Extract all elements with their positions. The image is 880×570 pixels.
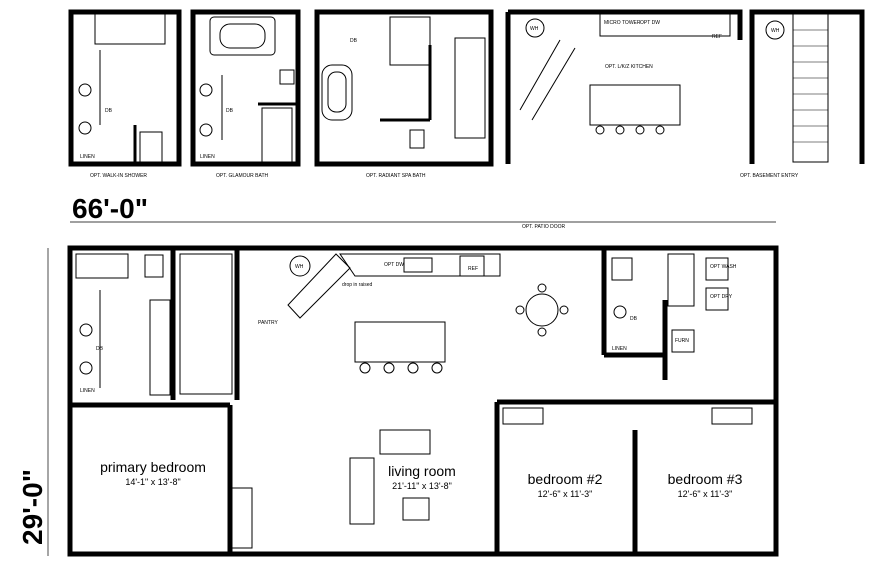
bedroom-3-size: 12'-6" x 11'-3" <box>678 489 733 499</box>
depth-dimension: 29'-0" <box>17 469 48 545</box>
laundry-db-label: DB <box>630 316 638 322</box>
option-inset-basement-entry <box>749 9 865 164</box>
living-room-size: 21'-11" x 13'-8" <box>392 481 452 491</box>
opt-wash-label: OPT WASH <box>710 264 737 270</box>
laundry-linen-label: LINEN <box>612 346 627 352</box>
drop-in-label: drop in raised <box>342 282 373 288</box>
radiant-spa-label: OPT. RADIANT SPA BATH <box>366 173 426 179</box>
kitchen-option-label: OPT. L/K/Z KITCHEN <box>605 64 653 70</box>
bedroom-2-size: 12'-6" x 11'-3" <box>538 489 593 499</box>
linen-label: LINEN <box>80 154 95 160</box>
primary-bath-fixtures <box>75 253 233 396</box>
glamour-db-label: DB <box>226 108 234 114</box>
main-wh-label: WH <box>295 264 304 270</box>
width-dimension: 66'-0" <box>72 193 148 224</box>
laundry-bath-fixtures <box>611 253 729 353</box>
primary-bedroom-name: primary bedroom <box>100 459 206 475</box>
kitchen-dw-label: OPT DW <box>640 20 660 26</box>
opt-dry-label: OPT DRY <box>710 294 733 300</box>
main-pantry-label: PANTRY <box>258 320 278 326</box>
main-ref-label: REF <box>468 266 478 272</box>
basement-entry-label: OPT. BASEMENT ENTRY <box>740 173 799 179</box>
basement-wh-label: WH <box>771 28 780 34</box>
bedroom-3-name: bedroom #3 <box>668 471 743 487</box>
option-inset-radiant-spa-bath <box>314 9 494 167</box>
bedroom-2-name: bedroom #2 <box>528 471 603 487</box>
living-room-name: living room <box>388 463 456 479</box>
db-label: DB <box>105 108 113 114</box>
furn-label: FURN <box>675 338 689 344</box>
kitchen-fixtures <box>287 253 569 374</box>
kitchen-ref-label: REF <box>712 34 722 40</box>
bedroom-closets <box>231 407 753 549</box>
primary-linen-label: LINEN <box>80 388 95 394</box>
option-inset-kitchen <box>505 9 743 164</box>
primary-bedroom-size: 14'-1" x 13'-8" <box>125 477 180 487</box>
main-floor-walls <box>67 245 779 557</box>
kitchen-micro-label: MICRO TOWER <box>604 20 641 26</box>
living-furniture <box>349 429 431 525</box>
walkin-shower-label: OPT. WALK-IN SHOWER <box>90 173 147 179</box>
main-dw-label: OPT DW <box>384 262 404 268</box>
primary-db-label: DB <box>96 346 104 352</box>
spa-db-label: DB <box>350 38 358 44</box>
patio-door-label: OPT. PATIO DOOR <box>522 224 566 230</box>
glamour-bath-label: OPT. GLAMOUR BATH <box>216 173 269 179</box>
glamour-linen-label: LINEN <box>200 154 215 160</box>
option-inset-walkin-shower <box>68 9 182 167</box>
kitchen-wh-label: WH <box>530 26 539 32</box>
option-inset-glamour-bath <box>190 9 301 167</box>
